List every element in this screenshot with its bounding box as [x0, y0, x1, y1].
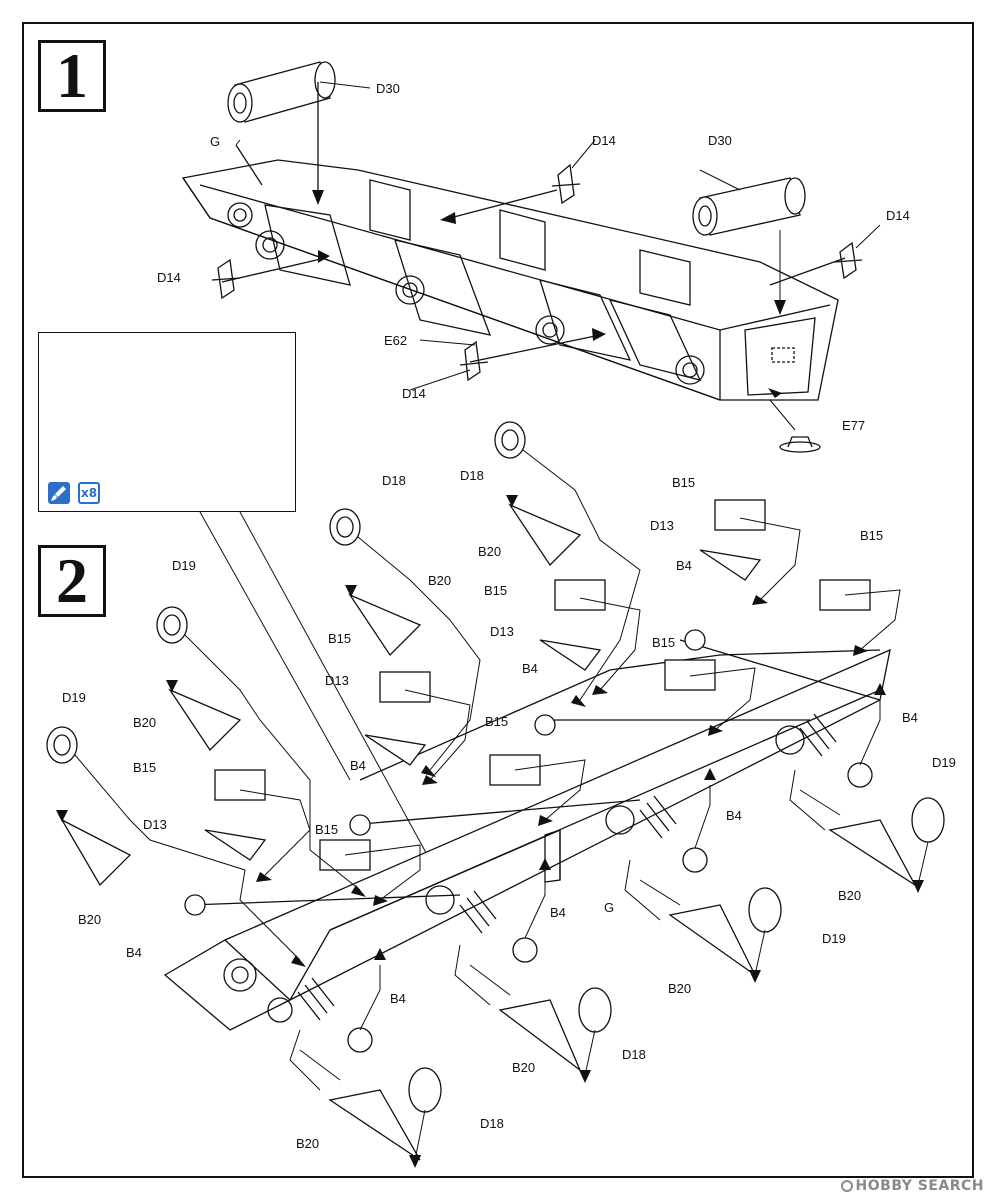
part-labels-step2: D18 D18 B15 D13 B15 B4 B20 B20 B15 D13 B…	[62, 468, 956, 1151]
paintbrush-icon	[48, 482, 70, 504]
multiply-badge: x8	[78, 482, 100, 504]
label-b4-d: B4	[902, 710, 918, 725]
label-b4-c: B4	[350, 758, 366, 773]
label-b20-g: B20	[512, 1060, 535, 1075]
label-e62: E62	[384, 333, 407, 348]
label-g-step1: G	[210, 134, 220, 149]
label-d18-a: D18	[460, 468, 484, 483]
label-b20-e: B20	[838, 888, 861, 903]
label-b4-g: B4	[126, 945, 142, 960]
cylinder-part-d30-left	[227, 61, 336, 123]
label-d19-c: D19	[932, 755, 956, 770]
label-d30-left: D30	[376, 81, 400, 96]
label-d19-b: D19	[62, 690, 86, 705]
label-b4-f: B4	[550, 905, 566, 920]
spring-dampers	[297, 713, 837, 1021]
label-d14-left: D14	[157, 270, 181, 285]
label-d19-a: D19	[172, 558, 196, 573]
label-b4-e: B4	[726, 808, 742, 823]
label-d13-a: D13	[650, 518, 674, 533]
label-e77: E77	[842, 418, 865, 433]
arrowheads-step1	[312, 190, 786, 398]
label-d14-bottom: D14	[402, 386, 426, 401]
label-d14-right: D14	[886, 208, 910, 223]
watermark: HOBBY SEARCH	[840, 1178, 984, 1194]
label-b4-h: B4	[390, 991, 406, 1006]
bracket-parts-b15-d13	[204, 499, 871, 871]
label-b20-d: B20	[78, 912, 101, 927]
watermark-text: HOBBY SEARCH	[855, 1178, 984, 1194]
cylinder-part-d30-right	[692, 177, 806, 236]
label-b15-h: B15	[315, 822, 338, 837]
label-b4-a: B4	[676, 558, 692, 573]
label-b20-h: B20	[296, 1136, 319, 1151]
step-number-2: 2	[38, 545, 106, 617]
label-b15-f: B15	[485, 714, 508, 729]
detail-inset-b4-b3	[38, 332, 296, 512]
hub-parts-d18-d19	[46, 421, 945, 1113]
label-b15-d: B15	[652, 635, 675, 650]
label-d18-c: D18	[622, 1047, 646, 1062]
label-b20-f: B20	[668, 981, 691, 996]
arrowheads-step2	[56, 495, 924, 1168]
label-d13-d: D13	[143, 817, 167, 832]
label-b4-b: B4	[522, 661, 538, 676]
inset-callout-lines	[199, 511, 431, 861]
leader-lines-step2	[74, 449, 929, 1161]
label-d18-d: D18	[480, 1116, 504, 1131]
part-labels-step1: D30 G D14 D30 D14 D14 E62 D14 E77	[157, 81, 910, 433]
label-b15-c: B15	[484, 583, 507, 598]
step-number-1: 1	[38, 40, 106, 112]
instruction-frame	[22, 22, 974, 1178]
label-d18-b: D18	[382, 473, 406, 488]
label-b20-b: B20	[428, 573, 451, 588]
hull-part-g-step2	[163, 648, 891, 1031]
label-b20-c: B20	[133, 715, 156, 730]
label-d14-top: D14	[592, 133, 616, 148]
label-b15-e: B15	[328, 631, 351, 646]
label-d30-right: D30	[708, 133, 732, 148]
label-b15-a: B15	[672, 475, 695, 490]
bracket-part-d14	[211, 163, 863, 382]
cap-part-e77	[779, 436, 821, 453]
label-g: G	[604, 900, 614, 915]
torsion-bars	[184, 629, 881, 1053]
label-d19-d: D19	[822, 931, 846, 946]
label-b15-g: B15	[133, 760, 156, 775]
arm-parts-b20	[60, 503, 916, 1161]
label-d13-c: D13	[325, 673, 349, 688]
label-d13-b: D13	[490, 624, 514, 639]
label-b15-b: B15	[860, 528, 883, 543]
hull-part-g-step1	[181, 159, 839, 401]
label-b20-a: B20	[478, 544, 501, 559]
watermark-logo-icon	[840, 1180, 853, 1192]
